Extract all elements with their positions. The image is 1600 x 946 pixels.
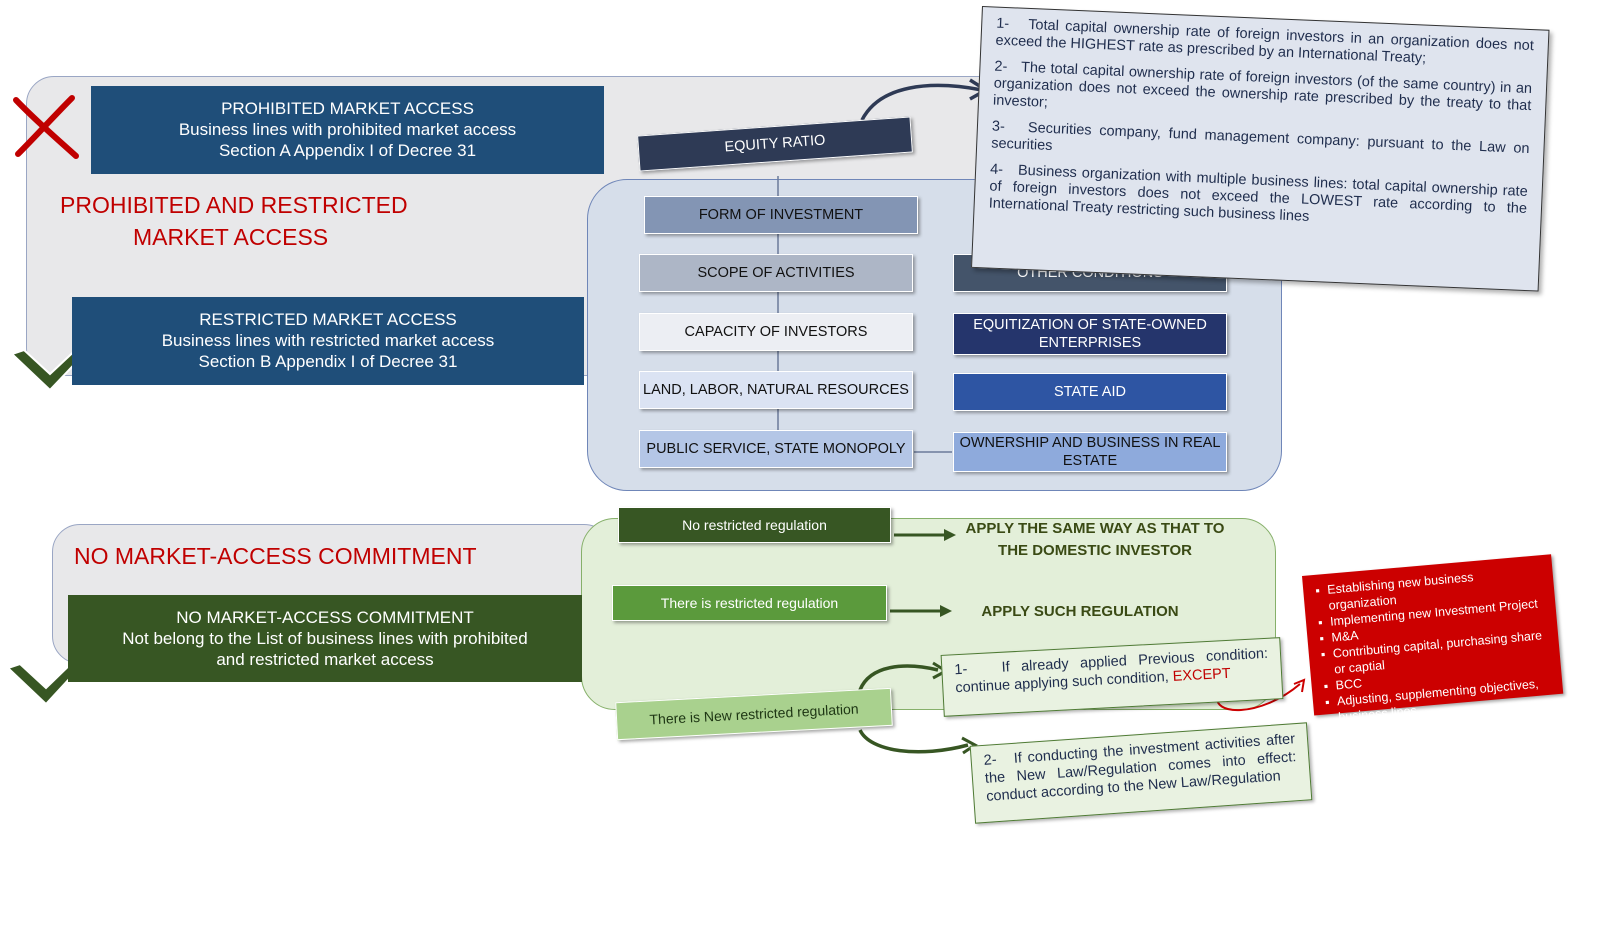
section-title-no-commitment: NO MARKET-ACCESS COMMITMENT — [74, 543, 477, 569]
result-same-line1: APPLY THE SAME WAY AS THAT TO — [965, 520, 1225, 537]
exceptions-list: Establishing new business organization I… — [1315, 563, 1555, 726]
restricted-header-ref: Section B Appendix I of Decree 31 — [198, 352, 458, 371]
prohibited-header-ref: Section A Appendix I of Decree 31 — [218, 141, 477, 160]
prohibited-header-title: PROHIBITED MARKET ACCESS — [221, 99, 474, 118]
condition-state-aid: STATE AID — [953, 373, 1227, 411]
restricted-regulation-box: There is restricted regulation — [612, 585, 887, 621]
condition-land-labor-resources: LAND, LABOR, NATURAL RESOURCES — [639, 371, 913, 409]
condition-capacity-of-investors: CAPACITY OF INVESTORS — [639, 313, 913, 351]
prohibited-header: PROHIBITED MARKET ACCESS Business lines … — [91, 86, 604, 174]
section-title-prohibited-restricted: PROHIBITED AND RESTRICTED MARKET ACCESS — [60, 189, 420, 253]
result-apply-regulation: APPLY SUCH REGULATION — [981, 603, 1179, 620]
no-commitment-header: NO MARKET-ACCESS COMMITMENT Not belong t… — [68, 595, 582, 682]
restricted-header: RESTRICTED MARKET ACCESS Business lines … — [72, 297, 584, 385]
cross-icon — [13, 95, 79, 159]
no-commitment-header-title: NO MARKET-ACCESS COMMITMENT — [176, 608, 474, 627]
section-title-line1: PROHIBITED AND RESTRICTED — [60, 192, 408, 218]
case-1-number: 1- — [954, 661, 968, 679]
no-commitment-header-desc: Not belong to the List of business lines… — [122, 629, 528, 648]
case-2-text: If conducting the investment activities … — [984, 731, 1297, 805]
restricted-header-title: RESTRICTED MARKET ACCESS — [199, 310, 457, 329]
condition-public-service: PUBLIC SERVICE, STATE MONOPOLY — [639, 430, 913, 468]
restricted-header-desc: Business lines with restricted market ac… — [161, 331, 495, 350]
case-2-number: 2- — [983, 752, 998, 769]
prohibited-header-desc: Business lines with prohibited market ac… — [178, 120, 517, 139]
case-1-except: EXCEPT — [1172, 665, 1232, 685]
no-restricted-regulation-box: No restricted regulation — [618, 507, 891, 543]
condition-real-estate: OWNERSHIP AND BUSINESS IN REAL ESTATE — [953, 432, 1227, 472]
result-same-line2: THE DOMESTIC INVESTOR — [998, 542, 1192, 559]
exceptions-box: Establishing new business organization I… — [1302, 554, 1564, 724]
condition-equitization: EQUITIZATION OF STATE-OWNED ENTERPRISES — [953, 313, 1227, 355]
result-same-as-domestic: APPLY THE SAME WAY AS THAT TO THE DOMEST… — [955, 518, 1235, 562]
condition-scope-of-activities: SCOPE OF ACTIVITIES — [639, 254, 913, 292]
no-commitment-header-desc2: and restricted market access — [216, 650, 434, 669]
section-title-line2: MARKET ACCESS — [133, 224, 329, 250]
condition-form-of-investment: FORM OF INVESTMENT — [644, 196, 918, 234]
